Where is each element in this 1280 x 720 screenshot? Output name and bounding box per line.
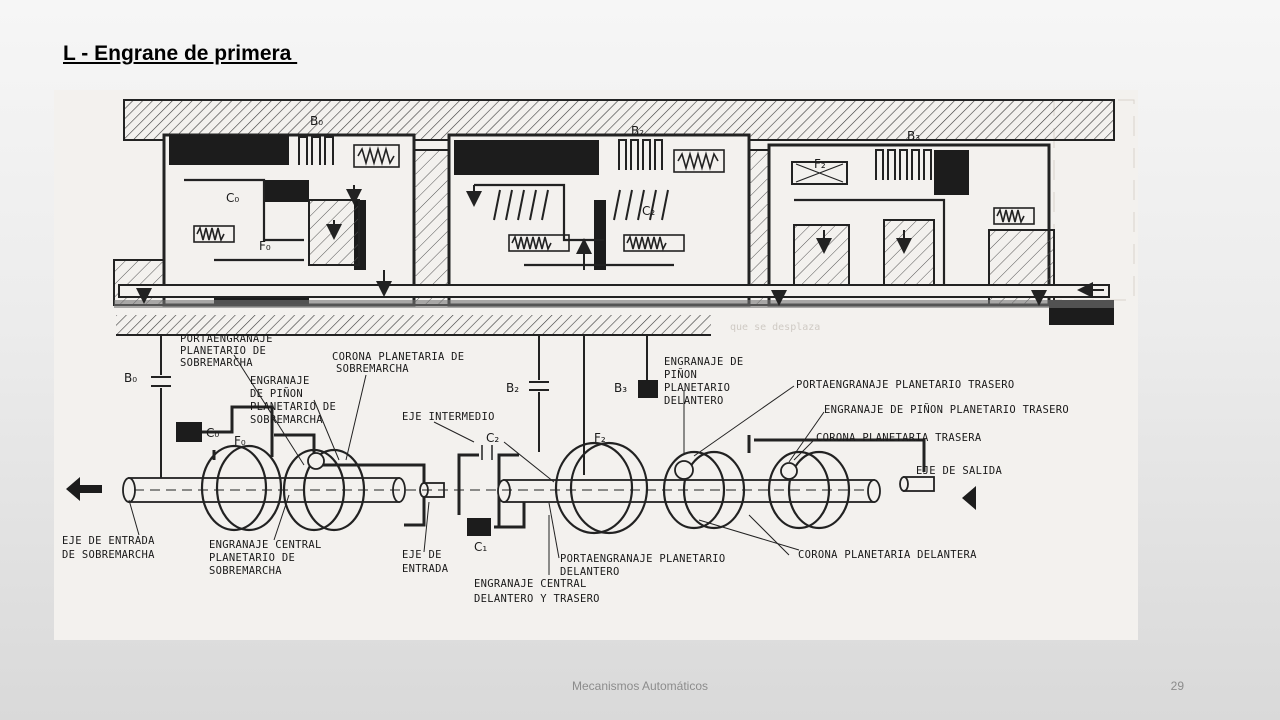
label-pinon-delantero-1: ENGRANAJE DE [664, 356, 743, 368]
label-central-delantero-trasero-1: ENGRANAJE CENTRAL [474, 578, 587, 590]
slide-title: L - Engrane de primera [63, 42, 298, 65]
label-eje-salida: EJE DE SALIDA [916, 465, 1002, 477]
label-central-sobremarcha-3: SOBREMARCHA [209, 565, 282, 577]
label-corona-sobremarcha-2: SOBREMARCHA [336, 363, 409, 375]
label-eje-entrada-2: ENTRADA [402, 563, 449, 575]
label-portaengranaje-delantero-2: DELANTERO [560, 566, 620, 578]
label-portaengranaje-sobremarcha-2: PLANETARIO DE [180, 345, 266, 357]
label-b3-top: B₃ [907, 129, 920, 143]
transmission-diagram: que se desplaza [54, 90, 1138, 640]
label-b0: B₀ [124, 371, 137, 385]
label-central-delantero-trasero-2: DELANTERO Y TRASERO [474, 593, 600, 605]
label-pinon-sobremarcha-2: DE PIÑON [250, 387, 303, 400]
label-c2-top: C₂ [642, 204, 655, 218]
label-central-sobremarcha-2: PLANETARIO DE [209, 552, 295, 564]
label-central-sobremarcha-1: ENGRANAJE CENTRAL [209, 539, 322, 551]
label-portaengranaje-delantero-1: PORTAENGRANAJE PLANETARIO [560, 553, 726, 565]
label-portaengranaje-trasero: PORTAENGRANAJE PLANETARIO TRASERO [796, 379, 1015, 391]
label-pinon-sobremarcha-4: SOBREMARCHA [250, 414, 323, 426]
label-corona-sobremarcha-1: CORONA PLANETARIA DE [332, 351, 464, 363]
label-pinon-trasero: ENGRANAJE DE PIÑON PLANETARIO TRASERO [824, 403, 1069, 416]
label-pinon-sobremarcha-3: PLANETARIO DE [250, 401, 336, 413]
label-portaengranaje-sobremarcha-3: SOBREMARCHA [180, 357, 253, 369]
label-portaengranaje-sobremarcha-1: PORTAENGRANAJE [180, 333, 273, 345]
label-b2-top: B₂ [631, 124, 644, 138]
label-eje-entrada-sobremarcha-2: DE SOBREMARCHA [62, 549, 155, 561]
label-c0: C₀ [206, 426, 219, 440]
label-f0-top: F₀ [259, 239, 271, 253]
label-pinon-delantero-2: PIÑON [664, 368, 697, 381]
label-pinon-delantero-4: DELANTERO [664, 395, 724, 407]
hydraulic-section: B₀ B₂ B₃ C₀ F₀ C₂ F₂ [113, 99, 1115, 325]
label-b2: B₂ [506, 381, 519, 395]
label-b3: B₃ [614, 381, 627, 395]
page-number: 29 [1170, 679, 1184, 693]
slide-footer: Mecanismos Automáticos [571, 679, 709, 693]
label-c1: C₁ [474, 540, 487, 554]
label-eje-entrada-sobremarcha-1: EJE DE ENTRADA [62, 535, 155, 547]
label-corona-trasera: CORONA PLANETARIA TRASERA [816, 432, 982, 444]
transmission-schematic: que se desplaza [62, 99, 1135, 605]
label-pinon-sobremarcha-1: ENGRANAJE [250, 375, 310, 387]
label-b0-top: B₀ [310, 114, 323, 128]
ghost-text: que se desplaza [730, 322, 820, 333]
gear-schematic: B₀ B₂ B₃ C₀ F₀ C₂ F₂ C₁ PORTAENGRANAJE P… [62, 315, 1069, 605]
label-f2: F₂ [594, 431, 606, 445]
label-c2: C₂ [486, 431, 499, 445]
label-c0-top: C₀ [226, 191, 239, 205]
label-corona-delantera: CORONA PLANETARIA DELANTERA [798, 549, 977, 561]
label-f2-top: F₂ [814, 157, 826, 171]
part-labels: PORTAENGRANAJE PLANETARIO DE SOBREMARCHA… [62, 333, 1069, 605]
label-eje-intermedio: EJE INTERMEDIO [402, 411, 495, 423]
label-pinon-delantero-3: PLANETARIO [664, 382, 730, 394]
label-f0: F₀ [234, 434, 246, 448]
label-eje-entrada-1: EJE DE [402, 549, 442, 561]
